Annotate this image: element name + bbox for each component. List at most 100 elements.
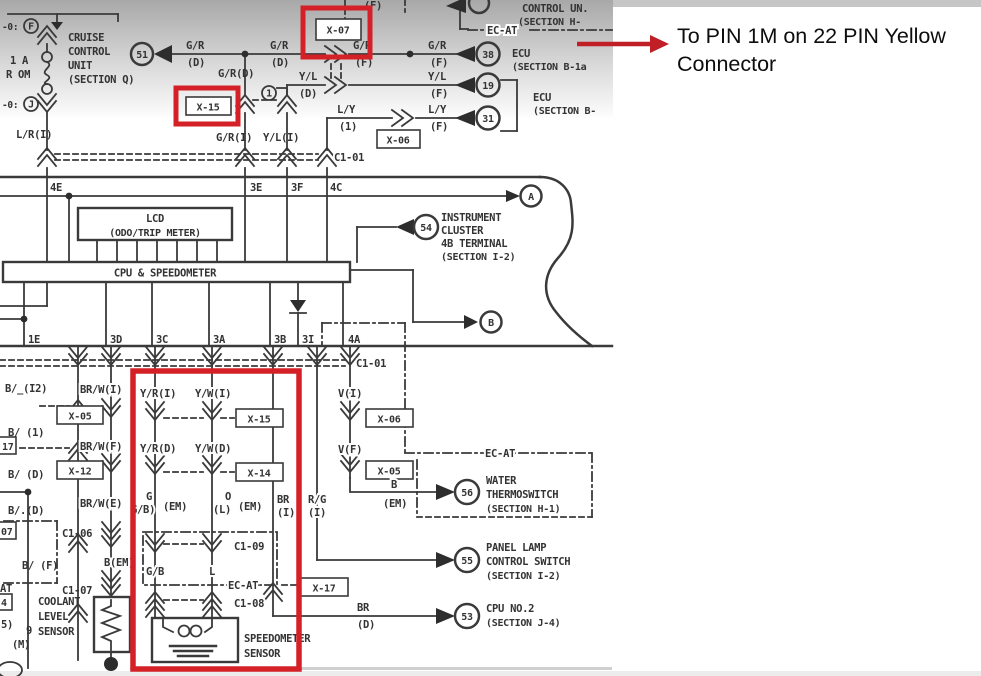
wire-label: G/R(D) (218, 68, 254, 80)
pin-label: 3A (213, 334, 226, 346)
dashed-links (0, 0, 593, 601)
section-label: (SECTION I-2) (486, 571, 560, 582)
wire-label: G (146, 491, 152, 503)
diode-icon (289, 300, 307, 314)
wire-label: Y/L(I) (263, 132, 299, 144)
wire-label: (F) (430, 88, 448, 100)
wire-label: G/R(I) (216, 132, 252, 144)
component-label: COOLANT (38, 596, 80, 608)
component-label: CLUSTER (441, 225, 484, 237)
wire-label: (I) (277, 507, 295, 519)
wire-label: B/_(I2) (5, 383, 47, 395)
component-label: SENSOR (38, 626, 75, 638)
connector-label: X-12 (69, 467, 92, 478)
wire-label: (EM) (238, 501, 262, 513)
pin-label: 1E (28, 334, 40, 346)
wire-label: L (209, 566, 215, 578)
wire-label: L/Y (337, 104, 356, 116)
section-label: (SECTION B- (533, 106, 596, 117)
red-highlights (130, 5, 669, 672)
circled-letter: B (488, 318, 494, 329)
wire-label: B/ (1) (8, 427, 44, 439)
wire-label: BR/W(F) (80, 441, 122, 453)
wire-label: (F) (430, 121, 448, 133)
component-label: INSTRUMENT (441, 212, 501, 224)
wire-label: Y/L (428, 71, 446, 83)
label-partial: 5) (1, 619, 13, 631)
pin-label: 3I (302, 334, 314, 346)
fuse-label: R OM (6, 69, 30, 81)
wire-label: Y/L (299, 71, 317, 83)
component-label: CPU NO.2 (486, 603, 534, 615)
wire-label: (F) (430, 57, 448, 69)
wire-label: (1) (339, 121, 357, 133)
connector-label: C1-01 (356, 358, 386, 370)
component-label: CONTROL UN. (522, 3, 588, 15)
circled-letter: F (28, 22, 34, 33)
pin-label: 3F (291, 182, 303, 194)
pin-label: 4A (348, 334, 361, 346)
connector-label: X-06 (378, 415, 401, 426)
annotation-line: To PIN 1M on 22 PIN Yellow (677, 24, 946, 48)
wire-label: BR/W(E) (80, 498, 122, 510)
section-label: (SECTION I-2) (441, 252, 515, 263)
red-highlight-box-x07 (300, 5, 373, 60)
connector-label: C1-01 (334, 152, 364, 164)
resistor-zigzag-icon (99, 599, 123, 651)
connector-label: C1-07 (62, 585, 92, 597)
red-highlight-box-x15 (173, 85, 241, 127)
section-label: (SECTION H- (518, 17, 581, 28)
component-label: CPU & SPEEDOMETER (114, 268, 217, 280)
terminal-number: 51 (136, 50, 148, 61)
component-label: SPEEDOMETER (244, 633, 311, 645)
wire-label: B/ (F) (22, 560, 58, 572)
connector-label: X-17 (313, 584, 336, 595)
connector-label: X-07 (327, 26, 350, 37)
section-label: (SECTION B-1a (512, 62, 587, 73)
coil-icon (162, 617, 218, 658)
circled-letter: J (28, 100, 34, 111)
wire-label: R/G (308, 494, 326, 506)
wire-label: BR (277, 494, 290, 506)
terminal-number: 54 (420, 223, 432, 234)
wire-label: L/Y (428, 104, 447, 116)
junction-dots (20, 50, 414, 496)
terminal-number: 55 (461, 556, 473, 567)
circled-number: 1 (266, 89, 272, 100)
connector-id-boxes (0, 18, 421, 611)
circled-letter: A (528, 192, 534, 203)
diagram-labels: -0: F 1 A R OM -0: J L/R(I) CRUISE CONTR… (0, 0, 596, 660)
wire-label: B(EM) (104, 557, 134, 569)
annotation-arrow-icon (650, 35, 669, 53)
wire-label: G/R (270, 40, 289, 52)
speedometer-sensor-box (150, 616, 240, 664)
ecat-label: EC-AT (485, 448, 515, 460)
connector-label: X-15 (248, 415, 271, 426)
component-label: WATER (486, 475, 517, 487)
ecat-label: EC-AT (487, 25, 517, 37)
wire-label: O (225, 491, 231, 503)
ecat-label: EC-AT (228, 580, 258, 592)
wire-label: B (391, 479, 397, 491)
wire-label: G/R (186, 40, 205, 52)
label-partial: (M) (12, 639, 30, 651)
annotation-text: To PIN 1M on 22 PIN Yellow Connector (677, 22, 967, 79)
connector-label: X-05 (69, 412, 92, 423)
component-label: LCD (146, 213, 164, 225)
connector-label: C1-09 (234, 541, 264, 553)
component-label: CONTROL (68, 46, 110, 58)
wire-label: (D) (357, 619, 375, 631)
ecat-boundaries (3, 29, 613, 586)
cpu-speedometer-box (1, 260, 352, 284)
scan-bottom-strip (0, 671, 981, 676)
component-label: SENSOR (244, 648, 281, 660)
component-label: PANEL LAMP (486, 542, 546, 554)
connector-label: X-05 (378, 467, 401, 478)
wire-label: -0: (2, 100, 18, 111)
terminal-number: 31 (482, 114, 494, 125)
section-label: (SECTION J-4) (486, 618, 560, 629)
connector-label-partial: 4 (1, 598, 7, 609)
coolant-resistor-box (92, 595, 132, 654)
